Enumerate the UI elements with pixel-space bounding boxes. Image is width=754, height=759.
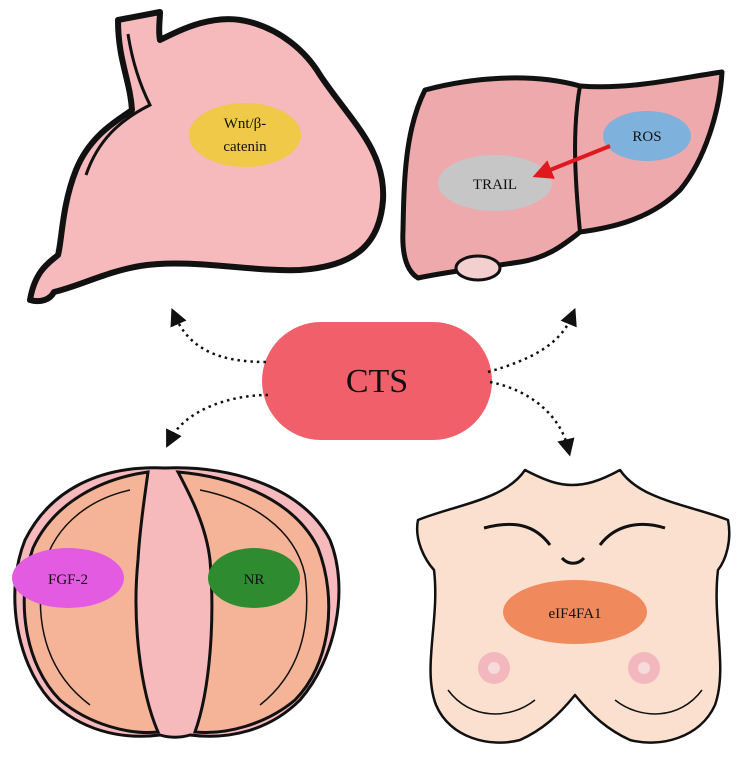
right-breast-curve [614, 689, 703, 715]
arrow-to-liver [487, 307, 577, 374]
right-nipple [638, 662, 650, 674]
left-nipple [488, 662, 500, 674]
sternal-notch [560, 556, 586, 565]
arrow-to-stomach [170, 307, 267, 364]
prostate-organ: FGF-2 NR [12, 466, 341, 739]
connector-arrows [166, 307, 577, 457]
nr-marker-ellipse [208, 548, 300, 608]
fgf2-marker-ellipse [12, 548, 124, 608]
eif4fa1-marker-ellipse [503, 580, 647, 644]
wnt-marker-label-line1: Wnt/β- [224, 116, 267, 132]
cts-pill [262, 322, 492, 440]
liver-organ: ROS TRAIL [400, 69, 725, 282]
ros-marker-ellipse [603, 111, 691, 161]
arrow-to-breast [489, 380, 575, 457]
cts-node: CTS [262, 322, 492, 440]
prostate-right-inner-contour [199, 489, 308, 706]
gallbladder [454, 254, 502, 282]
left-breast-curve [447, 689, 536, 715]
eif4fa1-marker-label: eIF4FA1 [548, 606, 601, 622]
cts-label: CTS [346, 363, 408, 400]
fgf2-marker-label: FGF-2 [48, 572, 88, 588]
ros-marker-label: ROS [632, 129, 661, 145]
left-collarbone [483, 522, 552, 546]
trail-marker-ellipse [438, 155, 552, 211]
nr-marker-label: NR [244, 572, 265, 588]
ros-to-trail-arrow [532, 144, 611, 179]
liver-lobe-divider [573, 85, 582, 233]
trail-marker-label: TRAIL [473, 177, 517, 193]
wnt-marker-ellipse [189, 103, 301, 167]
stomach-organ: Wnt/β- catenin [27, 9, 387, 305]
arrow-to-prostate [166, 393, 269, 448]
stomach-curvature-line [84, 33, 153, 176]
breast-organ: eIF4FA1 [415, 468, 731, 744]
right-collarbone [598, 522, 666, 546]
wnt-marker-label-line2: catenin [223, 139, 267, 155]
